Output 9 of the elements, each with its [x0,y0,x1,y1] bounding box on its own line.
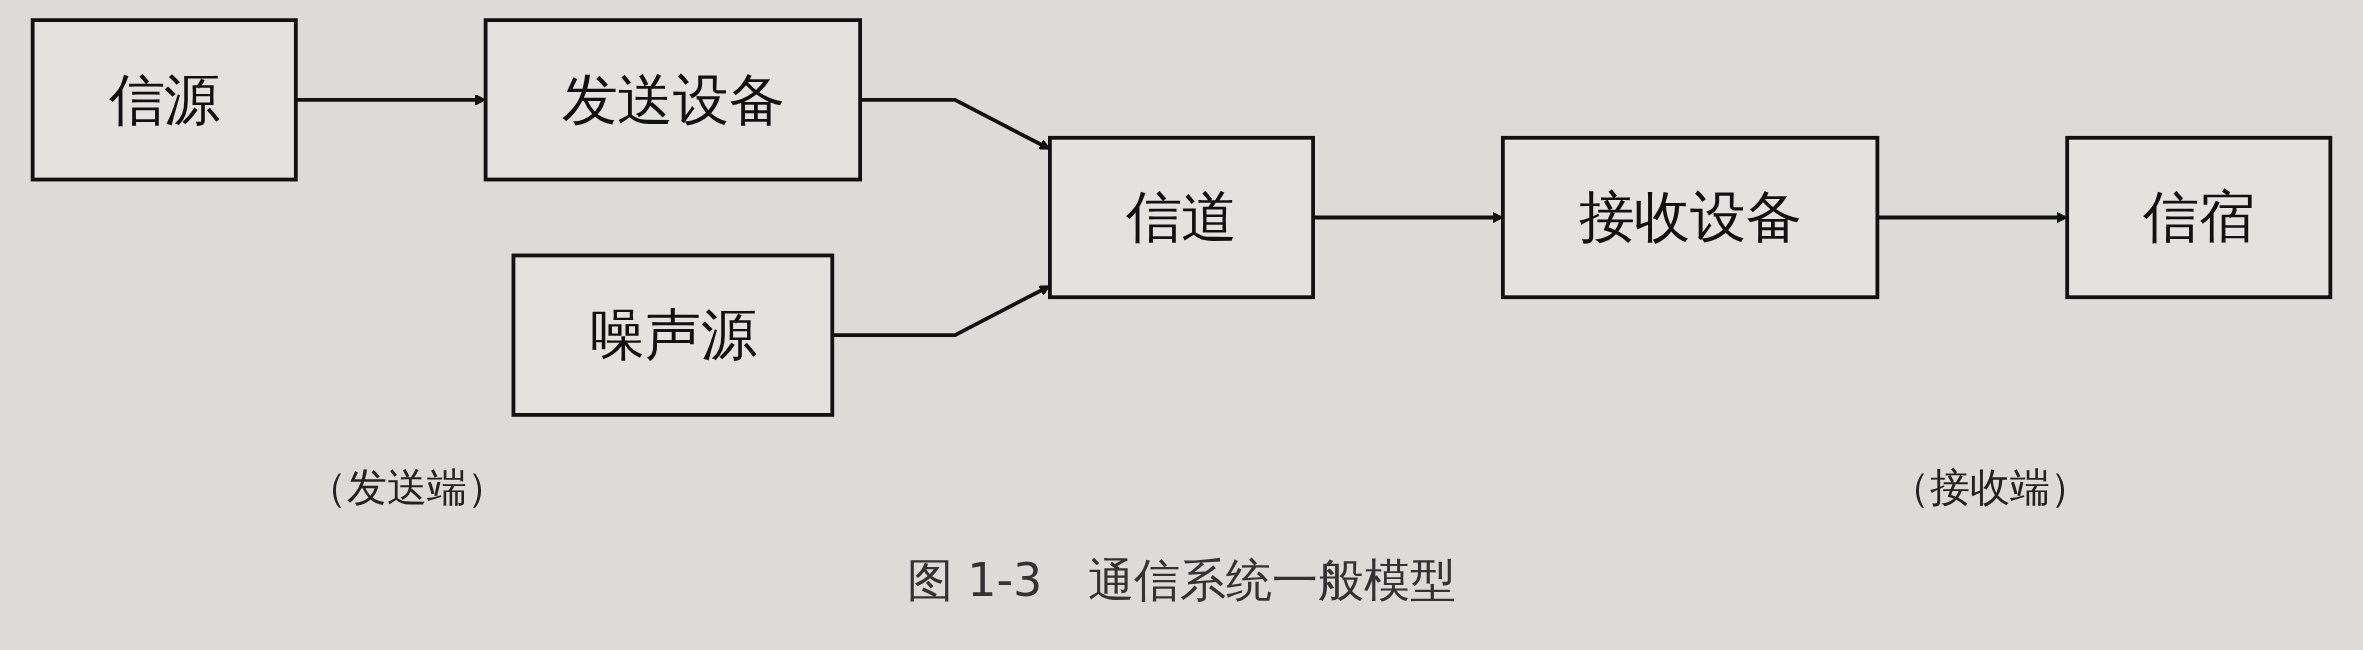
side-label: （接收端） [1890,463,2090,512]
side-label: （发送端） [307,463,507,512]
node-box: 接收设备 [1500,135,1880,300]
node-box: 信源 [30,18,298,182]
node-box: 信宿 [2065,135,2333,300]
node-box: 信道 [1048,135,1315,300]
figure-caption: 图 1-3 通信系统一般模型 [906,553,1457,607]
node-box: 发送设备 [483,18,863,182]
node-box: 噪声源 [511,253,835,417]
